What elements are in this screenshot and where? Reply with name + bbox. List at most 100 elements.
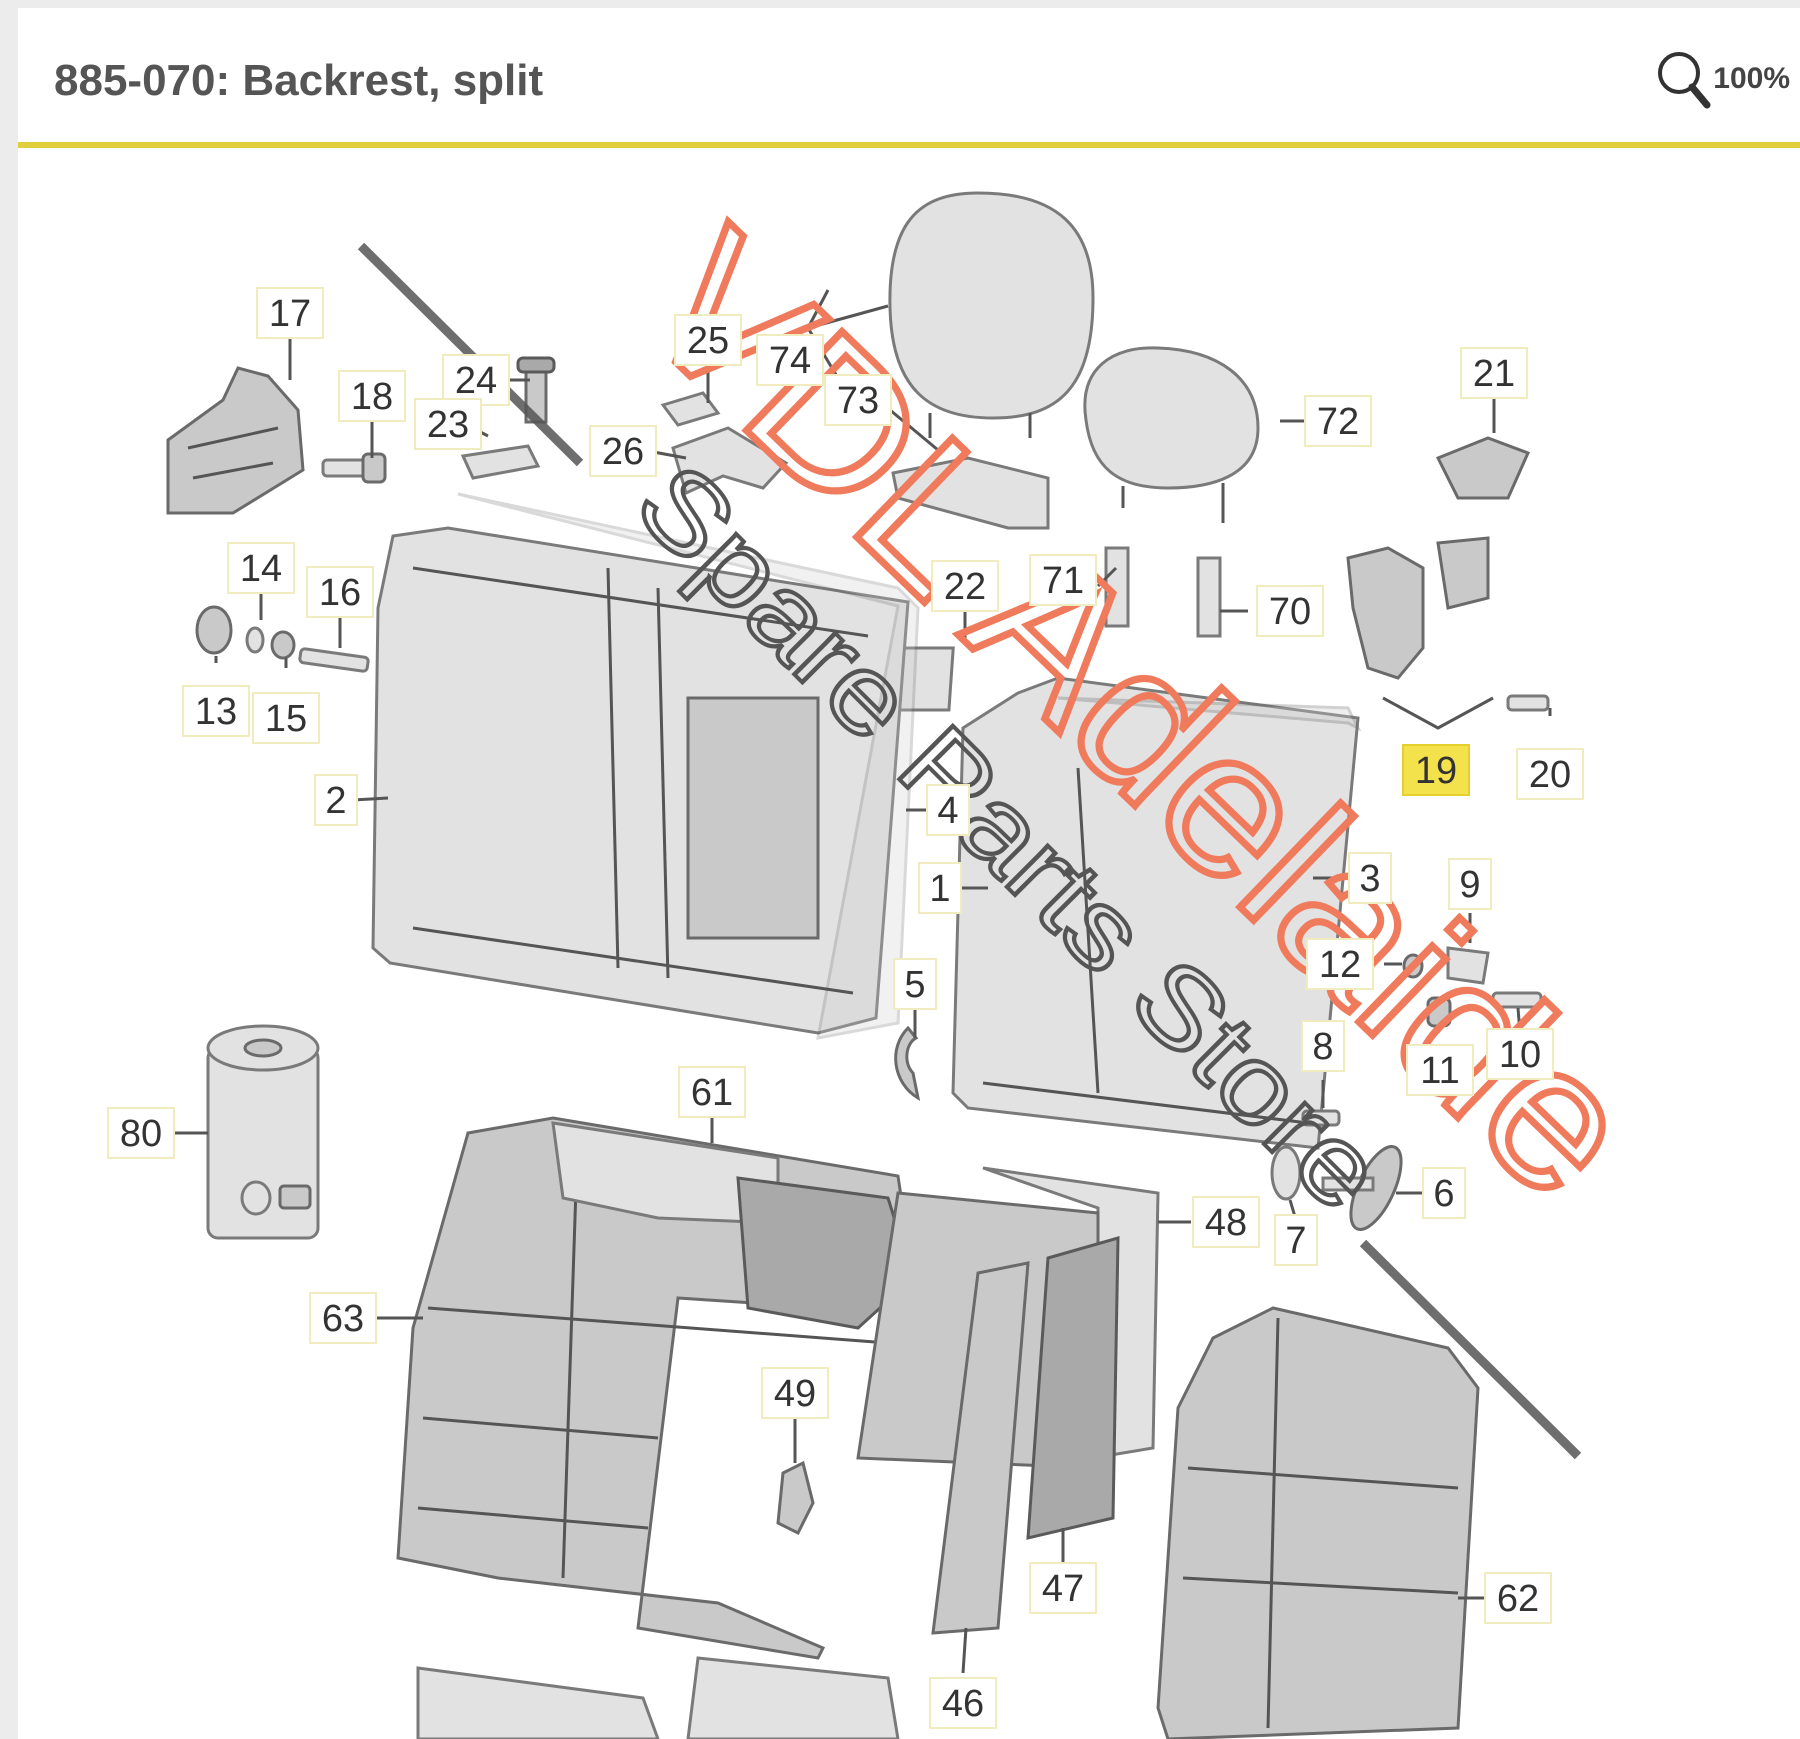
callout-number: 3 <box>1359 858 1380 900</box>
callout-21[interactable]: 21 <box>1460 347 1528 399</box>
callout-73[interactable]: 73 <box>824 374 892 426</box>
callout-24[interactable]: 24 <box>442 354 510 406</box>
callout-22[interactable]: 22 <box>931 560 999 612</box>
part-73-headrest <box>888 191 1095 420</box>
callout-number: 72 <box>1317 401 1359 443</box>
callout-box <box>1029 1562 1097 1614</box>
callout-box <box>182 685 250 737</box>
callout-23[interactable]: 23 <box>414 398 482 450</box>
callout-62[interactable]: 62 <box>1484 1572 1552 1624</box>
callout-49[interactable]: 49 <box>761 1367 829 1419</box>
callout-6[interactable]: 6 <box>1422 1167 1466 1219</box>
callout-number: 74 <box>769 340 811 382</box>
part-72-headrest <box>1083 346 1260 490</box>
callout-14[interactable]: 14 <box>227 542 295 594</box>
part-13-knob <box>195 605 233 655</box>
callout-box <box>756 334 824 386</box>
part-70-guide-sleeve <box>1196 556 1222 638</box>
callout-61[interactable]: 61 <box>678 1066 746 1118</box>
callout-box <box>918 862 962 914</box>
callout-box <box>1402 744 1470 796</box>
callout-46[interactable]: 46 <box>929 1677 997 1729</box>
callout-1[interactable]: 1 <box>918 862 962 914</box>
callout-8[interactable]: 8 <box>1301 1020 1345 1072</box>
part-49-clip <box>776 1460 815 1536</box>
callout-70[interactable]: 70 <box>1256 585 1324 637</box>
callout-box <box>1192 1196 1260 1248</box>
callout-47[interactable]: 47 <box>1029 1562 1097 1614</box>
callout-2[interactable]: 2 <box>314 774 358 826</box>
callout-26[interactable]: 26 <box>589 425 657 477</box>
part-17-bracket <box>166 366 305 515</box>
callout-box <box>256 287 324 339</box>
callout-number: 17 <box>269 293 311 335</box>
callout-4[interactable]: 4 <box>926 784 970 836</box>
callout-number: 22 <box>944 566 986 608</box>
callout-9[interactable]: 9 <box>1448 858 1492 910</box>
callout-number: 49 <box>774 1373 816 1415</box>
callout-number: 46 <box>942 1683 984 1725</box>
callout-18[interactable]: 18 <box>338 370 406 422</box>
callout-11[interactable]: 11 <box>1406 1044 1474 1096</box>
part-drawings <box>166 191 1550 1739</box>
callout-5[interactable]: 5 <box>893 958 937 1010</box>
part-62-backrest-cover-right <box>1156 1306 1480 1739</box>
part-47-foam <box>1026 1236 1120 1540</box>
exploded-parts-diagram: VDL Adelaide Spare Parts Store 171824232… <box>107 187 1681 1739</box>
callout-box <box>1274 1214 1318 1266</box>
callout-number: 11 <box>1420 1050 1459 1092</box>
callout-71[interactable]: 71 <box>1029 554 1097 606</box>
callout-48[interactable]: 48 <box>1192 1196 1260 1248</box>
callout-box <box>589 425 657 477</box>
callout-number: 8 <box>1312 1026 1333 1068</box>
callout-13[interactable]: 13 <box>182 685 250 737</box>
part-16-bolt <box>298 647 370 673</box>
callout-box <box>338 370 406 422</box>
callout-72[interactable]: 72 <box>1304 395 1372 447</box>
callout-3[interactable]: 3 <box>1348 852 1392 904</box>
callout-25[interactable]: 25 <box>674 314 742 366</box>
callout-16[interactable]: 16 <box>306 566 374 618</box>
callout-12[interactable]: 12 <box>1306 938 1374 990</box>
callout-number: 2 <box>325 780 346 822</box>
part-23-cover <box>460 444 541 480</box>
callout-74[interactable]: 74 <box>756 334 824 386</box>
part-46-strip <box>931 1261 1030 1635</box>
callout-10[interactable]: 10 <box>1486 1028 1554 1080</box>
watermark-stroke-bottom <box>1359 1239 1582 1460</box>
callout-box <box>1406 1044 1474 1096</box>
callout-number: 61 <box>691 1072 733 1114</box>
callout-box <box>824 374 892 426</box>
callout-number: 18 <box>351 376 393 418</box>
part-20-bolt <box>1506 694 1550 712</box>
callout-number: 9 <box>1459 864 1480 906</box>
callout-80[interactable]: 80 <box>107 1107 175 1159</box>
callout-number: 24 <box>455 360 497 402</box>
part-bottom-frame-center <box>686 1656 900 1739</box>
part-25-cap <box>660 391 721 427</box>
callout-63[interactable]: 63 <box>309 1292 377 1344</box>
part-12-nut <box>1402 953 1424 979</box>
part-15-washer <box>270 630 296 660</box>
callout-number: 21 <box>1473 353 1515 395</box>
leader-lines <box>173 289 1552 1674</box>
part-7-ring <box>1270 1145 1302 1201</box>
callout-17[interactable]: 17 <box>256 287 324 339</box>
callout-box <box>678 1066 746 1118</box>
callout-box <box>893 958 937 1010</box>
zoom-button[interactable]: 100% <box>1655 44 1790 114</box>
callout-19[interactable]: 19 <box>1402 744 1470 796</box>
callout-7[interactable]: 7 <box>1274 1214 1318 1266</box>
callout-box <box>309 1292 377 1344</box>
callout-number: 23 <box>427 404 469 446</box>
callout-20[interactable]: 20 <box>1516 748 1584 800</box>
callout-box <box>252 692 320 744</box>
callout-number: 15 <box>265 698 307 740</box>
callout-box <box>1516 748 1584 800</box>
callout-number: 25 <box>687 320 729 362</box>
part-5-clip <box>894 1025 921 1102</box>
magnifier-icon <box>1658 52 1711 109</box>
callout-number: 14 <box>240 548 282 590</box>
callout-number: 13 <box>195 691 237 733</box>
callout-15[interactable]: 15 <box>252 692 320 744</box>
